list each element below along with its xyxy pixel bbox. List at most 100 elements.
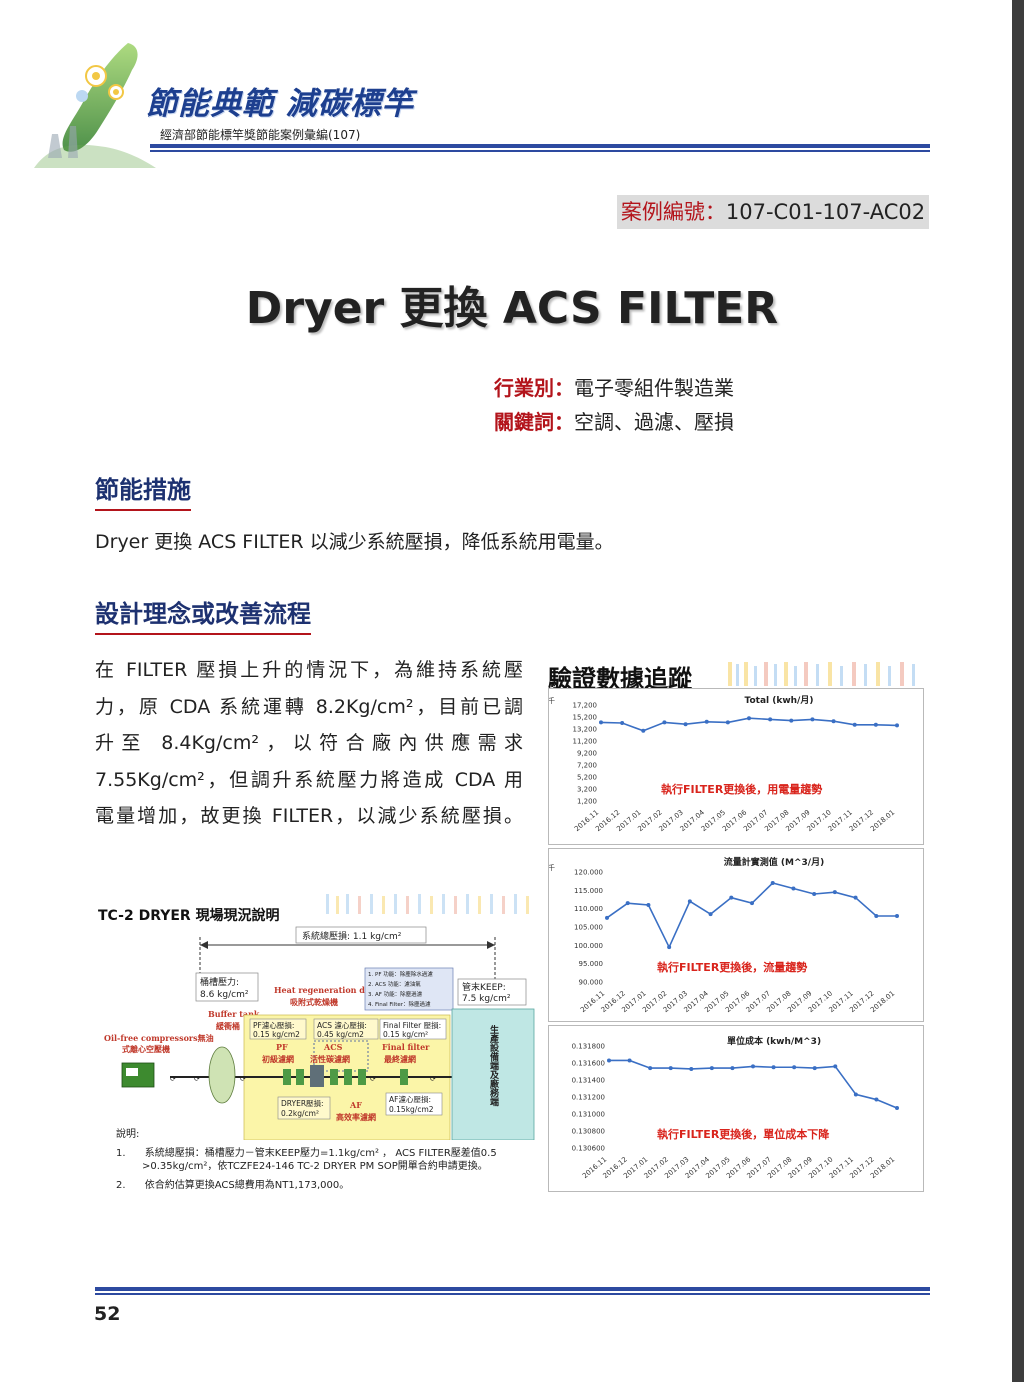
buffer-tank-icon <box>208 1046 236 1104</box>
legend-item: 1. PF 功能：除塵除水過濾 <box>368 970 433 978</box>
data-point <box>770 881 775 885</box>
af-loss-label: AF濾心壓損: <box>389 1094 431 1104</box>
y-tick-label: 95.000 <box>579 960 604 968</box>
y-tick-label: 120.000 <box>574 869 603 877</box>
svg-text:⟳: ⟳ <box>370 1075 376 1083</box>
data-point <box>725 720 730 725</box>
keywords-line: 關鍵詞：空調、過濾、壓損 <box>494 406 734 435</box>
note-2: 2. 依合約估算更換ACS總費用為NT1,173,000。 <box>116 1176 349 1191</box>
page-number: 52 <box>94 1303 121 1325</box>
tank-pressure-label: 桶槽壓力: <box>200 976 239 988</box>
y-tick-label: 13,200 <box>573 726 598 734</box>
y-tick-label: 1,200 <box>577 798 597 806</box>
legend-item: 2. ACS 功能：濾油氣 <box>368 980 421 988</box>
keywords-value: 空調、過濾、壓損 <box>574 410 734 434</box>
data-point <box>689 1066 694 1071</box>
data-point <box>729 895 734 900</box>
production-side-box <box>451 1008 535 1140</box>
acs-label: ACS <box>323 1042 343 1052</box>
design-line: 力，原 CDA 系統運轉 8.2Kg/cm²，目前已調 <box>95 695 523 718</box>
data-point <box>704 719 709 724</box>
final-loss-value: 0.15 kg/cm² <box>383 1030 428 1039</box>
production-side-label: 生產設備端及廠務端 <box>488 1024 500 1107</box>
svg-text:⟳: ⟳ <box>430 1075 436 1083</box>
data-point <box>625 901 630 906</box>
industry-line: 行業別：電子零組件製造業 <box>494 372 734 401</box>
chart-plot: 0.1318000.1316000.1314000.1312000.131000… <box>572 1043 899 1180</box>
svg-text:⟳: ⟳ <box>194 1075 200 1083</box>
dryer-loss-value: 0.2kg/cm² <box>281 1109 319 1118</box>
industry-label: 行業別： <box>494 376 574 400</box>
y-tick-label: 0.130600 <box>572 1145 605 1153</box>
pf-loss-value: 0.15 kg/cm2 <box>253 1030 300 1039</box>
final-filter-label: Final filter <box>382 1042 430 1052</box>
legend-item: 4. Final Filter：除塵過濾 <box>368 1000 431 1008</box>
notes-title: 說明: <box>116 1129 140 1140</box>
data-point <box>607 1058 611 1063</box>
data-point <box>812 892 817 896</box>
design-heading: 設計理念或改善流程 <box>95 594 311 635</box>
footer-rule-thin <box>95 1293 930 1295</box>
data-point <box>832 890 837 895</box>
final-loss-label: Final Filter 壓損: <box>383 1020 441 1030</box>
data-point <box>750 901 754 906</box>
data-point <box>730 1066 735 1071</box>
page-edge <box>1012 0 1024 1382</box>
data-point <box>683 722 688 727</box>
data-point <box>667 945 672 950</box>
design-line: 電量增加，故更換 FILTER，以減少系統壓損。 <box>95 805 523 827</box>
header-rule-thin <box>150 150 930 152</box>
pf-loss-label: PF濾心壓損: <box>253 1020 294 1030</box>
y-tick-label: 3,200 <box>577 786 597 794</box>
data-point <box>747 716 751 721</box>
data-point <box>873 722 878 727</box>
pf-label: PF <box>276 1042 288 1052</box>
case-number: 案例編號：107-C01-107-AC02 <box>617 195 929 229</box>
data-point <box>895 914 899 918</box>
note-1-cont: >0.35kg/cm²，依TCZFE24-146 TC-2 DRYER PM S… <box>142 1161 488 1172</box>
note-text: 依合約估算更換ACS總費用為NT1,173,000。 <box>144 1180 350 1191</box>
end-keep-value: 7.5 kg/cm² <box>462 994 511 1004</box>
chart-title: 流量計實測值 (M^3/月) <box>723 858 825 868</box>
data-point <box>599 720 603 725</box>
chart-annotation: 執行FILTER更換後，單位成本下降 <box>657 1127 830 1141</box>
dryer-name: Heat regeneration dryer <box>274 985 384 995</box>
data-point <box>792 1065 797 1070</box>
data-point <box>641 728 646 733</box>
svg-text:⟳: ⟳ <box>240 1075 246 1083</box>
y-tick-label: 9,200 <box>577 750 597 758</box>
final-filter-label-zh: 最終濾網 <box>384 1054 416 1064</box>
af-loss-value: 0.15kg/cm2 <box>389 1105 434 1114</box>
chart-annotation: 執行FILTER更換後，流量趨勢 <box>657 960 807 974</box>
y-tick-label: 90.000 <box>579 979 604 987</box>
header-subtitle: 經濟部節能標竿獎節能案例彙編(107) <box>160 128 361 142</box>
note-1: 1. 系統總壓損：桶槽壓力－管末KEEP壓力=1.1kg/cm² ， ACS F… <box>116 1144 497 1159</box>
chart-plot: 17,20015,20013,20011,2009,2007,2005,2003… <box>549 696 899 833</box>
compressor-label: Oil-free compressors無油 <box>104 1033 214 1043</box>
y-tick-label: 0.130800 <box>572 1128 605 1136</box>
y-tick-label: 11,200 <box>573 738 598 746</box>
data-point <box>662 720 667 725</box>
page-title: Dryer 更換 ACS FILTER <box>245 283 779 334</box>
data-point <box>768 717 773 722</box>
industry-value: 電子零組件製造業 <box>574 376 734 400</box>
buffer-tank-label: Buffer tank <box>208 1009 260 1019</box>
data-point <box>648 1066 653 1071</box>
data-point <box>810 717 815 722</box>
chart-annotation: 執行FILTER更換後，用電量趨勢 <box>661 782 822 796</box>
y-tick-label: 17,200 <box>573 702 598 710</box>
data-point <box>812 1066 817 1071</box>
diagram-banner <box>326 894 529 914</box>
data-point <box>895 723 899 728</box>
note-text: 系統總壓損：桶槽壓力－管末KEEP壓力=1.1kg/cm² ， ACS FILT… <box>144 1148 497 1159</box>
data-point <box>709 1066 714 1071</box>
pf-label-zh: 初級濾網 <box>262 1054 294 1064</box>
data-point <box>620 721 625 725</box>
y-tick-label: 0.131200 <box>572 1094 605 1102</box>
data-point <box>791 886 796 891</box>
design-line: 升至 8.4Kg/cm²，以符合廠內供應需求 <box>95 732 523 754</box>
data-point <box>708 912 713 917</box>
end-keep-label: 管末KEEP: <box>462 981 506 993</box>
